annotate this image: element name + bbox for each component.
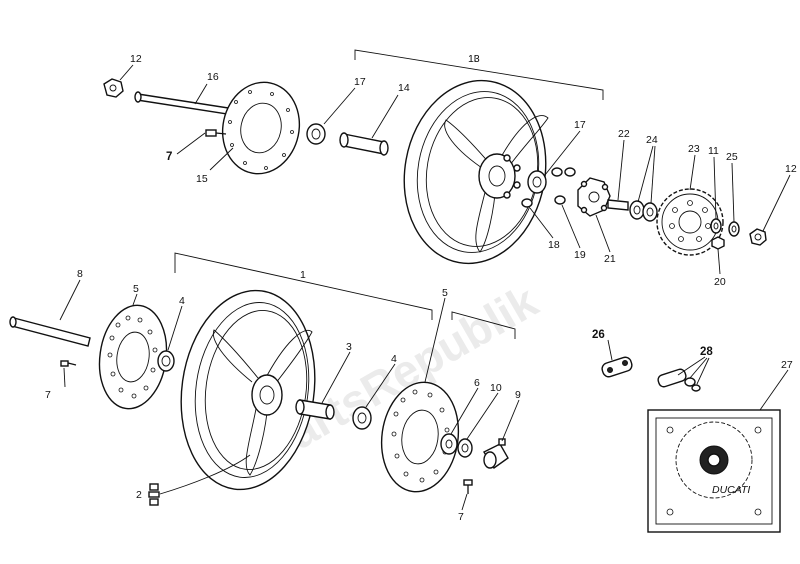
callout-13: 13 [468, 53, 480, 65]
callout-6: 6 [474, 377, 480, 389]
callout-3: 3 [346, 341, 352, 353]
callout-24: 24 [646, 134, 658, 146]
callout-23: 23 [688, 143, 700, 155]
part-7-bolt-bottom[interactable] [463, 479, 473, 494]
callout-2: 2 [136, 489, 142, 501]
callout-19: 19 [574, 249, 586, 261]
callout-7: 7 [166, 151, 172, 163]
callout-10: 10 [490, 382, 502, 394]
callout-4: 4 [179, 295, 185, 307]
callout-5: 5 [442, 287, 448, 299]
part-4-bearing-left[interactable] [157, 350, 175, 372]
callout-7: 7 [458, 511, 464, 523]
part-14-sleeve[interactable] [339, 132, 389, 156]
part-12-nut-left[interactable] [103, 78, 124, 98]
part-3-spacer[interactable] [295, 399, 335, 420]
part-21-sprocket-carrier[interactable] [577, 177, 611, 217]
part-15-rear-brake-disc[interactable] [214, 75, 307, 181]
part-7-bolt-top[interactable] [205, 129, 227, 137]
part-5-front-disc-right[interactable] [375, 377, 466, 497]
part-9-adapter[interactable] [482, 438, 509, 470]
part-7-bolt-left[interactable] [60, 360, 77, 367]
rear-wheel-assembly [103, 69, 767, 275]
callout-20: 20 [714, 276, 726, 288]
callout-1: 1 [300, 269, 306, 281]
callout-12: 12 [130, 53, 142, 65]
callout-15: 15 [196, 173, 208, 185]
part-18-stud[interactable] [521, 167, 563, 208]
callout-17: 17 [354, 76, 366, 88]
callout-26: 26 [592, 329, 605, 341]
part-24-bearings[interactable] [629, 200, 658, 222]
callout-5: 5 [133, 283, 139, 295]
part-17-spacer-left[interactable] [306, 123, 326, 145]
part-27-chain-plate[interactable]: DUCATI [647, 409, 781, 533]
part-8-front-axle[interactable] [9, 316, 91, 347]
callout-8: 8 [77, 268, 83, 280]
chain-link-26[interactable] [601, 356, 634, 379]
leader-lines [59, 55, 791, 511]
part-5-front-disc-left[interactable] [93, 301, 173, 413]
callout-22: 22 [618, 128, 630, 140]
part-17-spacer-right[interactable] [527, 170, 547, 194]
part-22-shaft[interactable] [607, 199, 629, 211]
front-wheel-assembly [9, 282, 509, 506]
assembly-brackets [174, 49, 604, 339]
callout-21: 21 [604, 253, 616, 265]
callout-7: 7 [45, 389, 51, 401]
callout-25: 25 [726, 151, 738, 163]
callout-14: 14 [398, 82, 410, 94]
callout-18: 18 [548, 239, 560, 251]
part-11-washer[interactable] [710, 218, 722, 234]
plate-brand-text: DUCATI [712, 484, 750, 496]
part-13-rear-rim[interactable] [390, 69, 560, 275]
callout-28: 28 [700, 346, 713, 358]
part-20-nut[interactable] [711, 236, 725, 250]
part-1-front-rim[interactable] [169, 282, 328, 498]
callout-4: 4 [391, 353, 397, 365]
part-6-seal[interactable] [440, 433, 458, 455]
part-10-ring[interactable] [457, 438, 473, 458]
callout-12: 12 [785, 163, 797, 175]
callout-9: 9 [515, 389, 521, 401]
part-25-washer[interactable] [728, 221, 740, 237]
part-19-stud[interactable] [554, 167, 576, 205]
part-12-nut-right[interactable] [749, 228, 767, 246]
callout-16: 16 [207, 71, 219, 83]
callout-11: 11 [708, 145, 719, 157]
callout-labels: 12 16 13 17 14 7 15 17 22 24 23 11 25 12… [45, 53, 797, 523]
part-4-bearing-right[interactable] [352, 406, 372, 430]
chain-link-28[interactable] [657, 368, 701, 392]
callout-27: 27 [781, 359, 793, 371]
part-23-rear-sprocket[interactable] [656, 188, 724, 256]
part-2-valve[interactable] [148, 483, 160, 506]
callout-17: 17 [574, 119, 586, 131]
